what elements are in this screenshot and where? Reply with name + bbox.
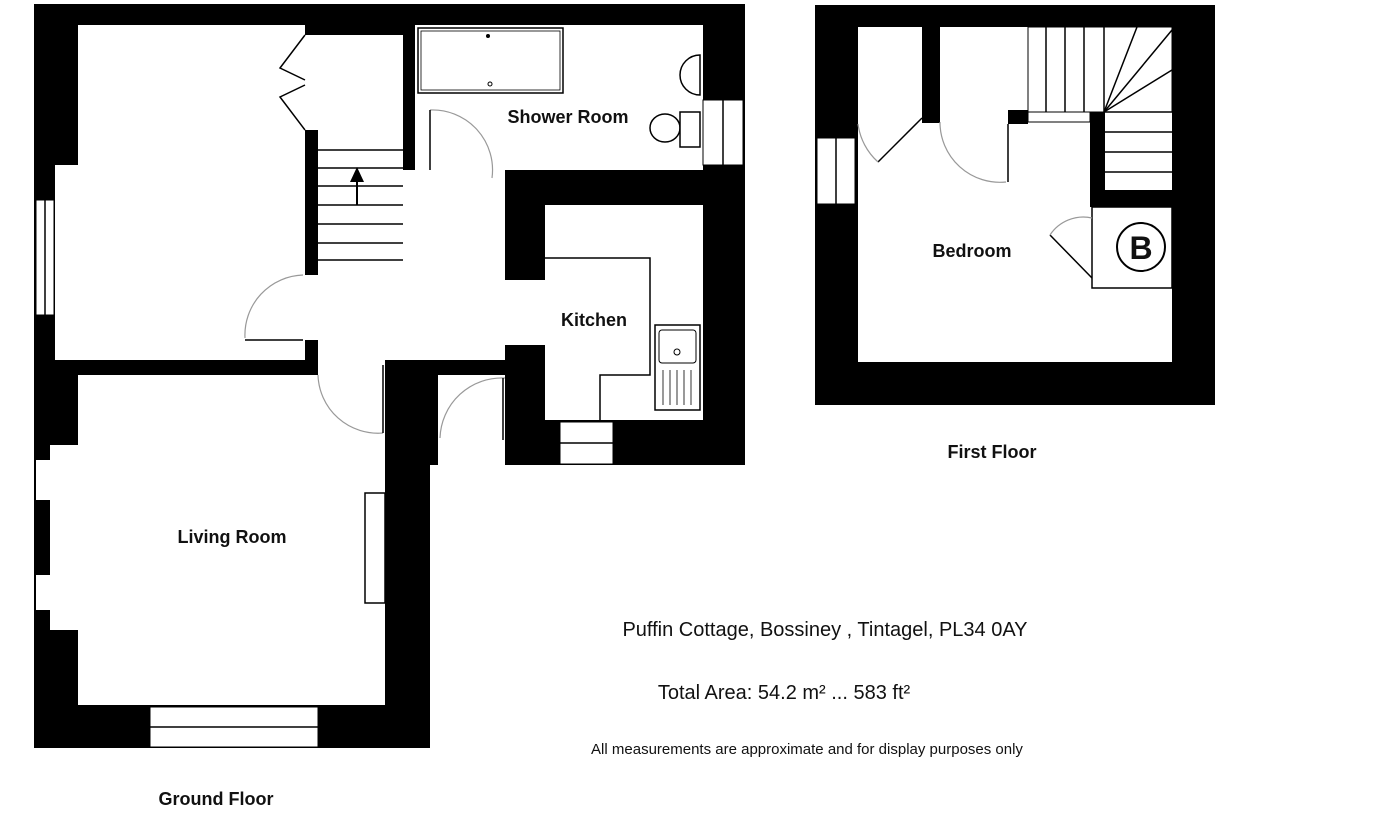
door-swing [939, 121, 1007, 183]
window [36, 575, 50, 610]
drainer [662, 370, 692, 405]
fireplace [364, 492, 386, 604]
hallway-door-space [245, 275, 318, 340]
stair-up-arrow-icon [350, 167, 364, 205]
total-area: Total Area: 54.2 m² ... 583 ft² [658, 682, 911, 704]
ground-floor-plan: Shower Room Kitchen Living Room Ground F… [34, 4, 745, 809]
toilet [649, 113, 681, 143]
room-label-living-room: Living Room [178, 527, 287, 547]
door-swing [429, 109, 494, 179]
stair-treads [1045, 26, 1173, 173]
drain-icon [487, 81, 493, 87]
cupboard [305, 35, 403, 130]
shower-tray [417, 27, 564, 94]
worktop [545, 257, 651, 420]
staircase [1027, 26, 1173, 113]
boiler-symbol: B [1129, 230, 1152, 266]
room-label-kitchen: Kitchen [561, 310, 627, 330]
living-room-alcove [50, 445, 80, 630]
room-label-bedroom: Bedroom [932, 241, 1011, 261]
hallway-top [428, 110, 492, 180]
door-swing [244, 274, 304, 339]
window [36, 460, 50, 500]
entrance [438, 375, 505, 465]
floor-label-first: First Floor [948, 442, 1037, 462]
bifold-door [278, 84, 306, 131]
shower-head-icon [486, 34, 490, 38]
hallway [318, 170, 505, 360]
wash-basin [679, 54, 701, 96]
bifold-door [278, 34, 306, 81]
stair-treads [318, 149, 403, 261]
door-swing [317, 374, 384, 434]
room-label-shower-room: Shower Room [507, 107, 628, 127]
floor-label-ground: Ground Floor [159, 789, 274, 809]
door-swing [439, 377, 506, 439]
door [877, 117, 923, 163]
first-floor-plan: B Bedroom First Floor [815, 5, 1215, 462]
living-room [78, 375, 385, 705]
kitchen-opening [505, 280, 545, 345]
property-address: Puffin Cottage, Bossiney , Tintagel, PL3… [622, 619, 1027, 641]
disclaimer: All measurements are approximate and for… [591, 741, 1023, 758]
boiler-icon [1116, 222, 1166, 272]
